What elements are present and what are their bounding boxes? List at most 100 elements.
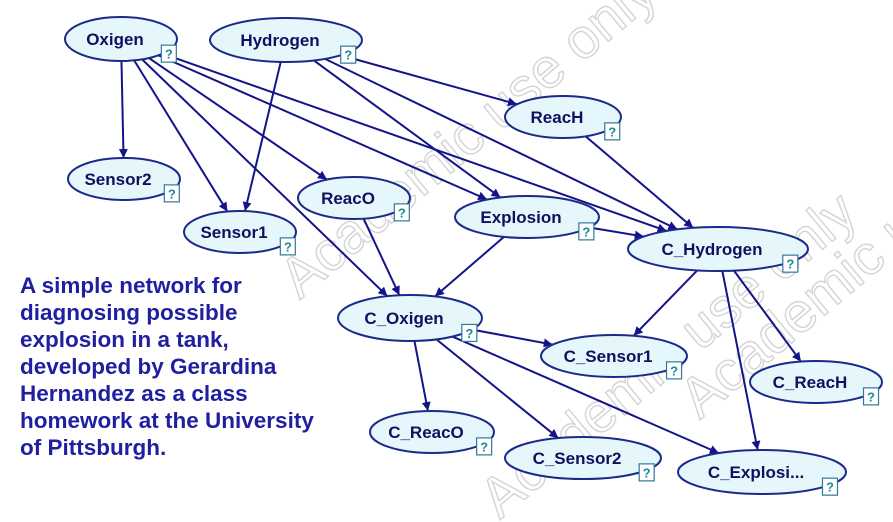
node-label: C_Oxigen (364, 309, 443, 328)
node-label: ReacO (321, 189, 375, 208)
question-icon-glyph: ? (643, 465, 651, 480)
node-ellipse (504, 436, 662, 480)
node-ellipse (64, 16, 178, 62)
edge-oxigen-to-explosion (157, 54, 488, 201)
edge-hydrogen-to-c_hydrogen (324, 57, 678, 231)
node-c_explosion[interactable]: C_Explosi...? (677, 449, 847, 496)
node-reaco[interactable]: ReacO? (297, 176, 411, 222)
node-label: C_Explosi... (708, 463, 804, 482)
node-ellipse (749, 360, 883, 404)
question-icon (821, 477, 839, 496)
question-icon-glyph: ? (168, 186, 176, 201)
question-icon (476, 437, 493, 456)
node-label: C_Sensor1 (564, 347, 653, 366)
node-ellipse (337, 294, 483, 342)
edge-oxigen-to-c_oxigen (141, 58, 389, 297)
edge-reach-to-c_hydrogen (585, 135, 694, 229)
node-label: C_Hydrogen (661, 240, 762, 259)
edge-oxigen-to-reaco (148, 57, 328, 181)
node-label: C_ReacH (773, 373, 848, 392)
question-icon (665, 361, 683, 380)
node-c_reach[interactable]: C_ReacH? (749, 360, 883, 406)
node-label: C_Sensor2 (533, 449, 622, 468)
question-icon (638, 463, 655, 482)
edge-layer (118, 52, 802, 455)
node-ellipse (677, 449, 847, 495)
node-reach[interactable]: ReacH? (504, 95, 622, 141)
question-icon (393, 203, 410, 222)
description-line: homework at the University (20, 408, 314, 433)
node-ellipse (369, 410, 495, 454)
node-c_sensor2[interactable]: C_Sensor2? (504, 436, 662, 482)
node-label: ReacH (531, 108, 584, 127)
question-icon-glyph: ? (465, 326, 473, 341)
node-c_oxigen[interactable]: C_Oxigen? (337, 294, 483, 343)
node-ellipse (67, 157, 181, 201)
description-line: Hernandez as a class (20, 381, 248, 406)
node-c_sensor1[interactable]: C_Sensor1? (540, 334, 688, 380)
question-icon (279, 237, 296, 256)
node-ellipse (504, 95, 622, 139)
question-icon (160, 44, 177, 63)
question-icon (862, 387, 880, 406)
question-icon (163, 184, 180, 203)
node-ellipse (627, 226, 809, 272)
question-icon-glyph: ? (480, 439, 488, 454)
question-icon-glyph: ? (786, 257, 794, 272)
node-explosion[interactable]: Explosion? (454, 195, 600, 241)
edge-c_oxigen-to-c_explosion (452, 335, 720, 455)
node-hydrogen[interactable]: Hydrogen? (209, 17, 363, 64)
node-ellipse (540, 334, 688, 378)
description-line: A simple network for (20, 273, 242, 298)
node-sensor1[interactable]: Sensor1? (183, 210, 297, 256)
edge-explosion-to-c_hydrogen (589, 226, 644, 240)
question-icon (782, 254, 799, 273)
node-c_hydrogen[interactable]: C_Hydrogen? (627, 226, 809, 273)
node-label: Oxigen (86, 30, 144, 49)
node-label: Hydrogen (240, 31, 319, 50)
question-icon (578, 222, 595, 241)
node-label: Sensor2 (84, 170, 151, 189)
question-icon-glyph: ? (165, 47, 173, 62)
node-ellipse (183, 210, 297, 254)
question-icon-glyph: ? (582, 224, 590, 239)
question-icon-glyph: ? (608, 124, 616, 139)
node-label: C_ReacO (388, 423, 464, 442)
node-oxigen[interactable]: Oxigen? (64, 16, 178, 63)
node-ellipse (454, 195, 600, 239)
question-icon-glyph: ? (826, 480, 834, 495)
node-layer: Oxigen?Hydrogen?ReacH?Sensor2?Sensor1?Re… (64, 16, 883, 496)
edge-oxigen-to-sensor2 (118, 60, 128, 159)
edge-c_oxigen-to-c_sensor1 (472, 328, 553, 348)
edge-reaco-to-c_oxigen (362, 218, 401, 296)
description-line: diagnosing possible (20, 300, 238, 325)
question-icon (604, 122, 621, 141)
node-c_reaco[interactable]: C_ReacO? (369, 410, 495, 456)
edge-c_hydrogen-to-c_reach (733, 270, 802, 363)
question-icon-glyph: ? (398, 205, 406, 220)
node-sensor2[interactable]: Sensor2? (67, 157, 181, 203)
edge-c_hydrogen-to-c_sensor1 (632, 269, 698, 337)
question-icon-glyph: ? (867, 389, 875, 404)
node-ellipse (209, 17, 363, 63)
question-icon (461, 323, 478, 343)
question-icon-glyph: ? (284, 239, 292, 254)
description-line: developed by Gerardina (20, 354, 277, 379)
edge-hydrogen-to-explosion (313, 59, 502, 199)
edge-oxigen-to-c_hydrogen (162, 52, 667, 233)
edge-hydrogen-to-reach (340, 54, 518, 107)
edge-hydrogen-to-sensor1 (242, 61, 282, 212)
question-icon-glyph: ? (670, 363, 678, 378)
diagram-description: A simple network for diagnosing possible… (20, 272, 370, 461)
edge-c_oxigen-to-c_sensor2 (435, 338, 560, 439)
node-label: Sensor1 (200, 223, 267, 242)
edge-c_oxigen-to-c_reaco (413, 340, 431, 412)
edge-oxigen-to-sensor1 (133, 59, 229, 213)
description-line: explosion in a tank, (20, 327, 229, 352)
node-label: Explosion (480, 208, 561, 227)
node-ellipse (297, 176, 411, 220)
description-line: of Pittsburgh. (20, 435, 167, 460)
question-icon (340, 45, 357, 64)
question-icon-glyph: ? (344, 48, 352, 63)
